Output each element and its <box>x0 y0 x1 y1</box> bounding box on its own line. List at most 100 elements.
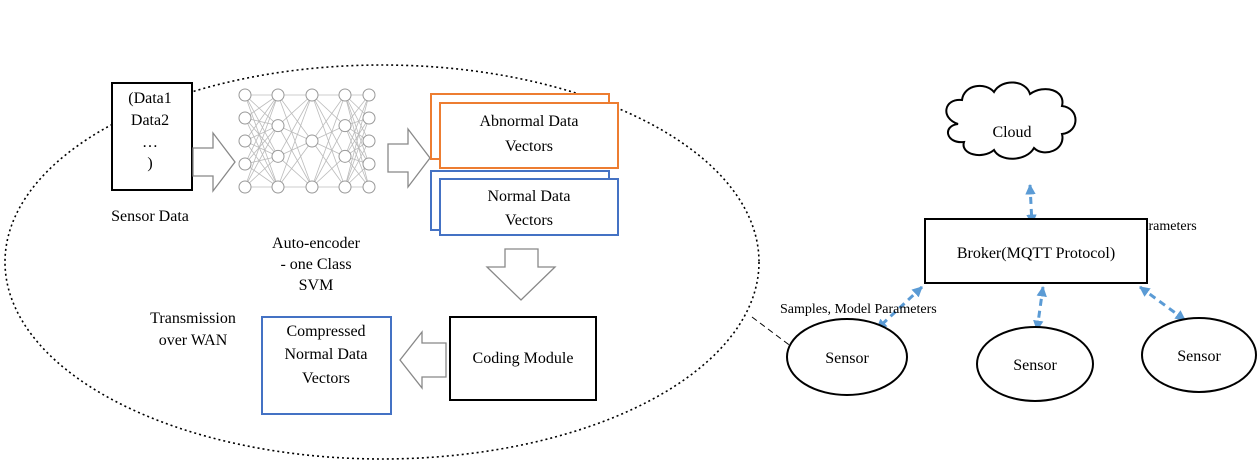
nn-node <box>238 157 252 171</box>
nn-connection <box>344 94 370 157</box>
nn-connection <box>244 94 279 119</box>
autoencoder-network-icon <box>238 88 376 194</box>
nn-connection <box>244 117 279 157</box>
nn-node <box>238 88 252 102</box>
sensor-data-line-2: Data2 <box>131 112 169 129</box>
sensor-node-1: Sensor <box>786 318 908 396</box>
cloud-broker-link <box>1025 183 1037 226</box>
transmission-label-line-1: Transmission <box>150 310 236 327</box>
nn-connection <box>311 94 346 126</box>
nn-connection <box>277 94 313 188</box>
nn-node <box>238 111 252 125</box>
sensor-data-line-4: ) <box>147 155 152 172</box>
sensor-data-line-3: … <box>142 134 158 151</box>
nn-node <box>305 88 319 102</box>
broker-label: Broker(MQTT Protocol) <box>957 245 1115 262</box>
autoencoder-caption-line-1: Auto-encoder <box>272 235 361 252</box>
nn-connection <box>244 156 279 188</box>
sensor-data-caption: Sensor Data <box>111 208 189 225</box>
nn-connection <box>244 94 279 157</box>
nn-connection <box>277 94 313 126</box>
broker-box: Broker(MQTT Protocol) <box>924 218 1148 284</box>
nn-connection <box>311 94 346 142</box>
nn-connection <box>311 125 346 188</box>
abnormal-data-vectors-box: Abnormal Data Vectors <box>430 93 619 169</box>
compressed-vectors-box: Compressed Normal Data Vectors <box>261 316 392 415</box>
nn-connection <box>311 94 346 157</box>
autoencoder-caption-line-2: - one Class <box>280 256 351 273</box>
nn-node <box>338 149 352 163</box>
transmission-label-line-2: over WAN <box>159 332 228 349</box>
nn-node <box>362 88 376 102</box>
nn-connection <box>344 94 370 165</box>
nn-connection <box>277 156 313 188</box>
nn-connection <box>311 156 346 188</box>
nn-connection <box>244 94 279 188</box>
nn-connection <box>344 94 370 142</box>
nn-node <box>338 88 352 102</box>
sensor-1-label: Sensor <box>825 350 869 367</box>
broker-sensor-1-link <box>875 285 924 331</box>
nn-node <box>238 180 252 194</box>
nn-connection <box>311 94 346 188</box>
nn-connection <box>344 117 370 188</box>
nn-node <box>338 180 352 194</box>
autoencoder-caption-line-3: SVM <box>299 277 334 294</box>
sensor-node-2: Sensor <box>976 326 1094 402</box>
block-arrow-to-coding-module <box>485 248 557 301</box>
cloud-label: Cloud <box>992 124 1031 141</box>
nn-connection <box>244 94 279 165</box>
nn-connection <box>277 94 313 157</box>
block-arrow-to-vectors <box>387 127 431 189</box>
nn-node <box>238 134 252 148</box>
broker-sensor-2-link <box>1033 285 1047 332</box>
nn-connection <box>344 117 370 157</box>
cloud-icon: Cloud <box>945 81 1077 160</box>
nn-node <box>305 180 319 194</box>
abnormal-label-line-2: Vectors <box>505 138 553 155</box>
nn-connection <box>344 125 370 165</box>
nn-connection <box>244 163 279 188</box>
nn-connection <box>244 125 279 165</box>
sensor-data-box: (Data1 Data2 … ) <box>111 82 193 191</box>
nn-node <box>338 119 352 133</box>
compressed-label-line-3: Vectors <box>302 370 350 387</box>
compressed-label-line-2: Normal Data <box>284 346 367 363</box>
nn-connection <box>277 125 313 188</box>
nn-node <box>271 180 285 194</box>
nn-connection <box>244 117 279 188</box>
nn-connection <box>277 140 313 188</box>
nn-connection <box>244 140 279 188</box>
nn-node <box>362 134 376 148</box>
nn-node <box>362 180 376 194</box>
normal-data-vectors-box: Normal Data Vectors <box>430 170 619 236</box>
sensor-node-3: Sensor <box>1141 317 1257 393</box>
normal-label-line-2: Vectors <box>505 212 553 229</box>
coding-module-label: Coding Module <box>473 350 574 367</box>
block-arrow-to-autoencoder <box>192 131 236 193</box>
nn-connection <box>344 94 370 188</box>
compressed-label-line-1: Compressed <box>286 323 365 340</box>
nn-node <box>271 149 285 163</box>
nn-node <box>362 111 376 125</box>
nn-connection <box>244 94 279 142</box>
sensor-link-label: Samples, Model Parameters <box>780 302 937 317</box>
coding-module-box: Coding Module <box>449 316 597 401</box>
nn-connection <box>344 125 370 188</box>
nn-node <box>362 157 376 171</box>
nn-connection <box>277 94 313 142</box>
nn-connection <box>244 125 279 188</box>
edge-to-sensor-connector <box>751 316 793 348</box>
nn-node <box>305 134 319 148</box>
edge-node-boundary <box>4 64 760 460</box>
broker-sensor-3-link <box>1139 285 1186 322</box>
abnormal-label-line-1: Abnormal Data <box>479 113 578 130</box>
sensor-data-line-1: (Data1 <box>128 90 172 107</box>
nn-node <box>271 119 285 133</box>
nn-connection <box>344 140 370 188</box>
normal-label-line-1: Normal Data <box>487 188 570 205</box>
block-arrow-to-compressed <box>399 330 447 390</box>
sensor-3-label: Sensor <box>1177 348 1221 365</box>
nn-connection <box>244 94 279 126</box>
